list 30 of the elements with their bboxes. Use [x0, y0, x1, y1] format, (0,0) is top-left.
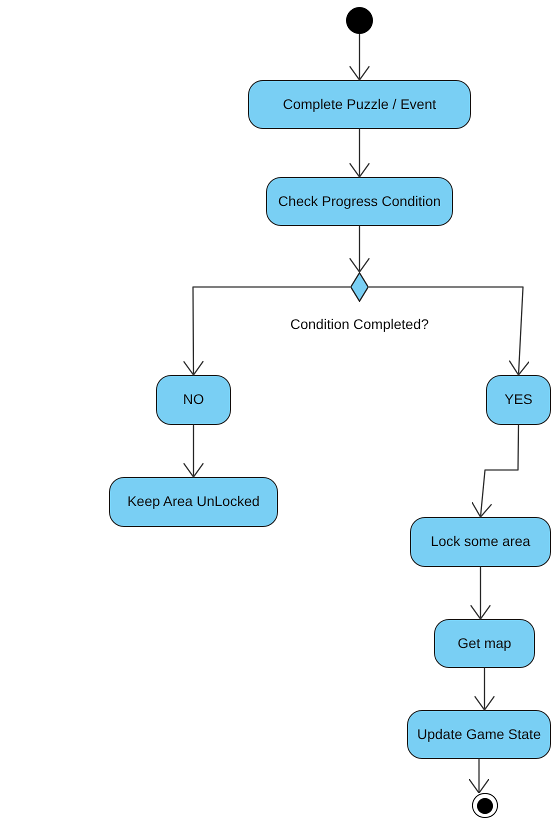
action-label: Lock some area [430, 533, 530, 551]
arrow [468, 759, 490, 794]
action-label: NO [183, 391, 204, 409]
action-label: Update Game State [417, 726, 541, 744]
arrow [474, 668, 496, 711]
condition-label: Condition Completed? [290, 315, 429, 334]
end-node [472, 793, 498, 818]
arrow [348, 129, 370, 178]
start-node [346, 7, 373, 34]
arrow [182, 286, 350, 376]
action-label: Get map [458, 634, 512, 652]
arrow [348, 34, 370, 81]
action-label: Complete Puzzle / Event [282, 96, 436, 114]
decision-diamond [350, 272, 369, 302]
action-label: YES [504, 391, 532, 409]
action-box [248, 80, 471, 129]
action-box [410, 517, 551, 567]
action-box [434, 619, 535, 668]
action-label: Check Progress Condition [278, 192, 441, 210]
arrow [369, 286, 530, 376]
action-label: Keep Area UnLocked [127, 493, 260, 511]
arrow [471, 425, 520, 518]
action-box [407, 710, 551, 759]
action-box [486, 375, 551, 425]
action-box [266, 177, 453, 226]
action-box [156, 375, 231, 425]
arrow [348, 226, 370, 273]
arrow [470, 567, 492, 620]
arrow [182, 425, 204, 478]
action-box [109, 477, 278, 527]
